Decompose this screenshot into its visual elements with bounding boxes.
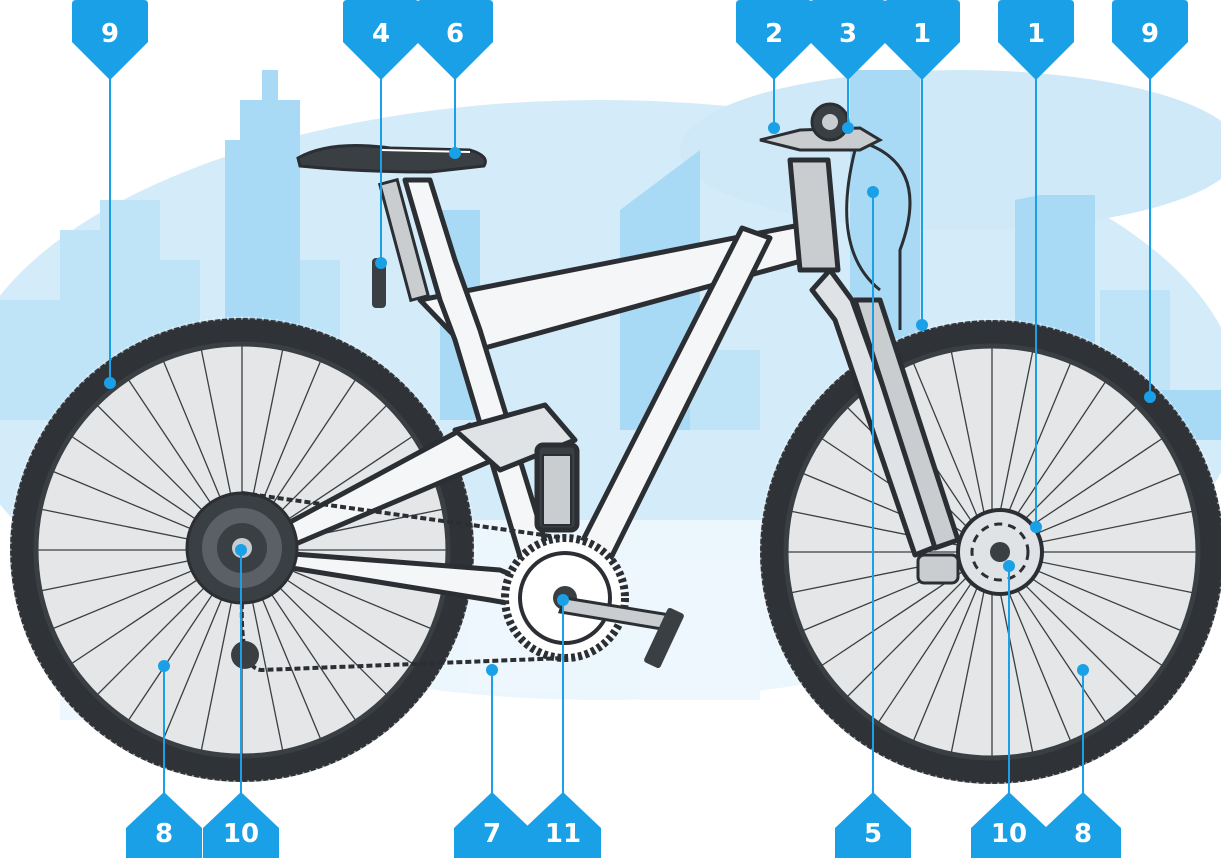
brake-caliper: [918, 555, 958, 583]
marker-top-1-label: 9: [101, 19, 119, 49]
marker-bottom-5: 5: [835, 792, 911, 858]
marker-bottom-6: 10: [971, 792, 1047, 858]
marker-top-7-label: 1: [1027, 19, 1045, 49]
top-markers: 9 4 6 2 3 1 1 9: [72, 0, 1188, 80]
marker-top-6: 1: [884, 0, 960, 80]
marker-bottom-3-label: 7: [483, 819, 501, 849]
marker-top-7: 1: [998, 0, 1074, 80]
marker-bottom-3: 7: [454, 792, 530, 858]
marker-bottom-7-label: 8: [1074, 819, 1092, 849]
marker-bottom-4-label: 11: [545, 819, 581, 849]
marker-top-5: 3: [810, 0, 886, 80]
marker-bottom-1: 8: [126, 792, 202, 858]
marker-bottom-1-label: 8: [155, 819, 173, 849]
marker-top-8-label: 9: [1141, 19, 1159, 49]
marker-top-4: 2: [736, 0, 812, 80]
marker-top-5-label: 3: [839, 19, 857, 49]
marker-top-4-label: 2: [765, 19, 783, 49]
marker-bottom-7: 8: [1045, 792, 1121, 858]
marker-top-6-label: 1: [913, 19, 931, 49]
marker-top-2: 4: [343, 0, 419, 80]
marker-top-2-label: 4: [372, 19, 390, 49]
marker-bottom-4: 11: [525, 792, 601, 858]
bottom-markers: 8 10 7 11 5 10 8: [126, 792, 1121, 858]
marker-bottom-5-label: 5: [864, 819, 882, 849]
marker-bottom-2: 10: [203, 792, 279, 858]
derailleur: [231, 641, 259, 669]
marker-top-3: 6: [417, 0, 493, 80]
marker-top-1: 9: [72, 0, 148, 80]
marker-bottom-2-label: 10: [223, 819, 259, 849]
marker-top-8: 9: [1112, 0, 1188, 80]
marker-bottom-6-label: 10: [991, 819, 1027, 849]
marker-top-3-label: 6: [446, 19, 464, 49]
